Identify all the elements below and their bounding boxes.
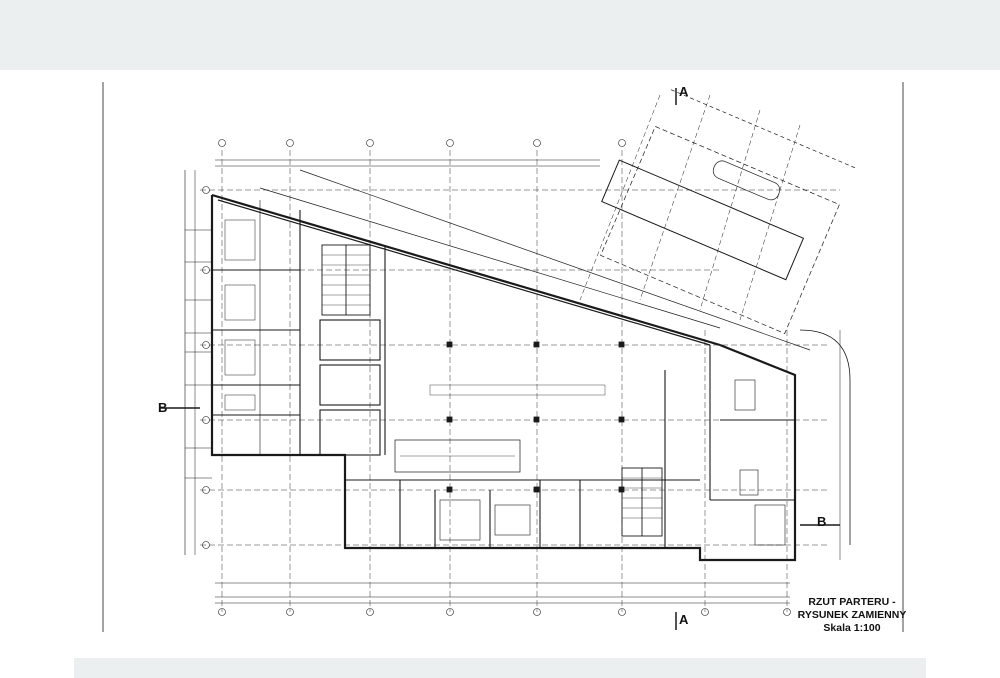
drawing-sheet [0,70,1000,658]
bottom-bar-area [74,658,926,678]
core-rooms [319,245,386,456]
entrance-curve [799,329,851,545]
drawing-title-line1: RZUT PARTERU - [808,596,896,608]
section-markers [160,88,840,630]
drawing-scale: Skala 1:100 [823,622,881,634]
rotated-annex [600,89,856,334]
hall-counters [394,384,606,473]
canopy-strip [259,169,811,351]
top-toolbar-area [0,0,1000,70]
annex-axes [579,94,801,321]
right-wing-rooms [664,345,795,548]
grid-bubbles [202,139,791,616]
bottom-service-rooms [345,479,700,548]
staircase-right [621,467,663,537]
section-mark-b-right: B [817,514,827,529]
drawing-title-block: RZUT PARTERU - RYSUNEK ZAMIENNY Skala 1:… [784,596,920,635]
staircase-left [321,244,371,316]
hall-columns [446,341,625,493]
section-mark-a-bottom: A [679,612,689,627]
left-wing-rooms [212,200,301,455]
section-mark-b-left: B [158,400,168,415]
annotation-leaders [185,229,212,479]
drawing-title-line2: RYSUNEK ZAMIENNY [797,609,907,621]
section-mark-a-top: A [679,84,689,99]
